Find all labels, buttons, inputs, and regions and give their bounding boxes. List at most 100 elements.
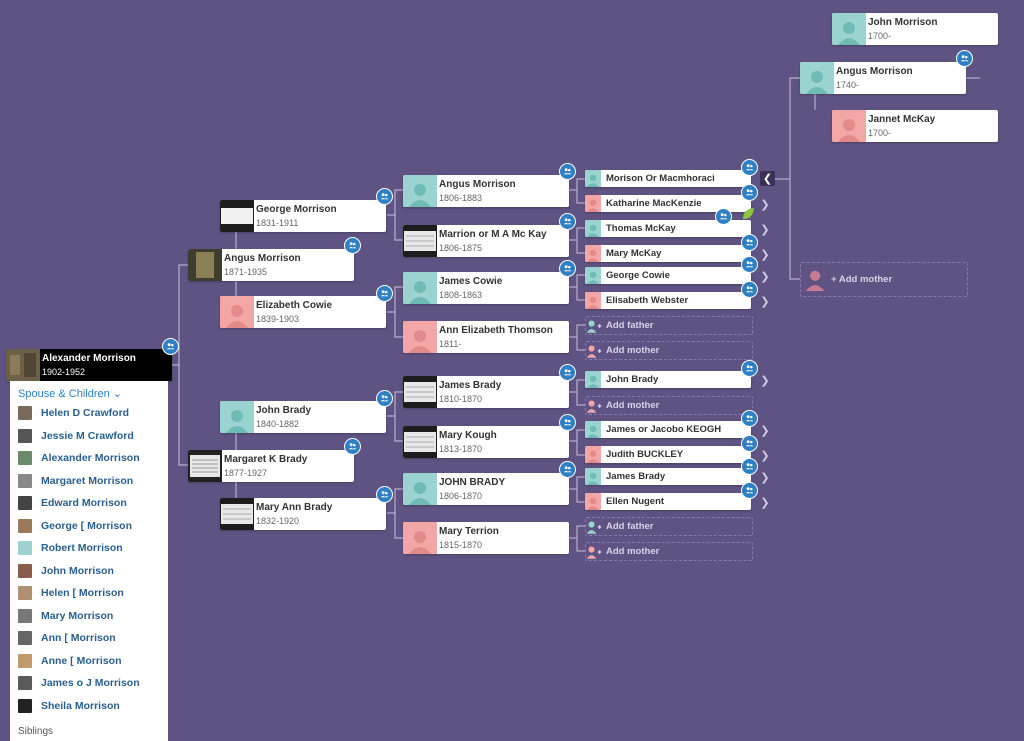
siblings-header[interactable]: Siblings: [18, 726, 54, 737]
person-card[interactable]: Jannet McKay 1700-: [832, 110, 998, 142]
family-badge-icon[interactable]: [741, 281, 758, 298]
list-item[interactable]: Helen D Crawford: [18, 404, 129, 422]
family-badge-icon[interactable]: [741, 234, 758, 251]
person-card[interactable]: George Cowie: [585, 267, 751, 284]
person-card[interactable]: Mary Terrion 1815-1870: [403, 522, 569, 554]
family-badge-icon[interactable]: [741, 435, 758, 452]
person-card[interactable]: Morison Or Macmhoraci: [585, 170, 751, 187]
family-badge-icon[interactable]: [741, 256, 758, 273]
family-badge-icon[interactable]: [376, 390, 393, 407]
family-badge-icon[interactable]: [559, 213, 576, 230]
list-item[interactable]: Alexander Morrison: [18, 449, 140, 467]
list-item[interactable]: Sheila Morrison: [18, 697, 120, 715]
list-item[interactable]: Anne [ Morrison: [18, 652, 122, 670]
root-person-card[interactable]: Alexander Morrison 1902-1952: [6, 349, 172, 381]
person-years: 1806-1875: [439, 243, 483, 253]
person-card[interactable]: Mary McKay: [585, 245, 751, 262]
family-badge-icon[interactable]: [344, 237, 361, 254]
add-mother-button[interactable]: + Add mother: [800, 262, 968, 297]
list-item[interactable]: Edward Morrison: [18, 494, 127, 512]
list-item[interactable]: Jessie M Crawford: [18, 427, 134, 445]
family-badge-icon[interactable]: [741, 360, 758, 377]
person-card[interactable]: Marrion or M A Mc Kay 1806-1875: [403, 225, 569, 257]
person-card[interactable]: Margaret K Brady 1877-1927: [188, 450, 354, 482]
person-link: Margaret Morrison: [41, 475, 134, 487]
family-badge-icon[interactable]: [559, 461, 576, 478]
add-mother-button[interactable]: Add mother: [585, 396, 753, 415]
family-badge-icon[interactable]: [741, 184, 758, 201]
person-card[interactable]: Judith BUCKLEY: [585, 446, 751, 463]
list-item[interactable]: James o J Morrison: [18, 674, 140, 692]
person-card[interactable]: James Brady: [585, 468, 751, 485]
person-photo: [6, 349, 40, 381]
chevron-right-icon[interactable]: ❯: [760, 424, 770, 437]
list-item[interactable]: Ann [ Morrison: [18, 629, 116, 647]
chevron-right-icon[interactable]: ❯: [760, 248, 770, 261]
family-badge-icon[interactable]: [741, 410, 758, 427]
family-badge-icon[interactable]: [741, 159, 758, 176]
add-father-button[interactable]: Add father: [585, 316, 753, 335]
person-card[interactable]: Thomas McKay: [585, 220, 751, 237]
spouse-children-toggle[interactable]: Spouse & Children ⌄: [18, 387, 122, 400]
list-item[interactable]: John Morrison: [18, 562, 114, 580]
person-card[interactable]: John Brady: [585, 371, 751, 388]
person-card[interactable]: George Morrison 1831-1911: [220, 200, 386, 232]
family-badge-icon[interactable]: [344, 438, 361, 455]
family-badge-icon[interactable]: [741, 458, 758, 475]
list-item[interactable]: Robert Morrison: [18, 539, 123, 557]
person-card[interactable]: Elizabeth Cowie 1839-1903: [220, 296, 386, 328]
list-item[interactable]: George [ Morrison: [18, 517, 132, 535]
family-badge-icon[interactable]: [376, 188, 393, 205]
person-card[interactable]: Angus Morrison 1740-: [800, 62, 966, 94]
add-mother-button[interactable]: Add mother: [585, 542, 753, 561]
person-card[interactable]: Mary Kough 1813-1870: [403, 426, 569, 458]
person-card[interactable]: Angus Morrison 1806-1883: [403, 175, 569, 207]
person-card[interactable]: Mary Ann Brady 1832-1920: [220, 498, 386, 530]
person-card[interactable]: Katharine MacKenzie: [585, 195, 751, 212]
person-card[interactable]: John Brady 1840-1882: [220, 401, 386, 433]
person-silhouette-icon: [585, 267, 601, 284]
chevron-left-icon[interactable]: ❮: [760, 171, 775, 186]
person-name: Alexander Morrison: [42, 353, 136, 364]
person-card[interactable]: John Morrison 1700-: [832, 13, 998, 45]
family-badge-icon[interactable]: [559, 414, 576, 431]
add-father-button[interactable]: Add father: [585, 517, 753, 536]
person-card[interactable]: JOHN BRADY 1806-1870: [403, 473, 569, 505]
family-badge-icon[interactable]: [559, 260, 576, 277]
person-link: Anne [ Morrison: [41, 655, 122, 667]
person-card[interactable]: Ann Elizabeth Thomson 1811-: [403, 321, 569, 353]
person-card[interactable]: Elisabeth Webster: [585, 292, 751, 309]
chevron-right-icon[interactable]: ❯: [760, 295, 770, 308]
person-years: 1740-: [836, 80, 860, 90]
family-badge-icon[interactable]: [715, 208, 732, 225]
leaf-hint-icon[interactable]: [741, 207, 755, 221]
family-badge-icon[interactable]: [559, 364, 576, 381]
list-item[interactable]: Margaret Morrison: [18, 472, 133, 490]
person-card[interactable]: Ellen Nugent: [585, 493, 751, 510]
chevron-right-icon[interactable]: ❯: [760, 449, 770, 462]
chevron-down-icon: ⌄: [112, 388, 123, 400]
family-badge-icon[interactable]: [376, 285, 393, 302]
person-card[interactable]: Angus Morrison 1871-1935: [188, 249, 354, 281]
document-thumbnail: [188, 450, 222, 482]
list-item[interactable]: Mary Morrison: [18, 607, 113, 625]
chevron-right-icon[interactable]: ❯: [760, 374, 770, 387]
person-years: 1902-1952: [42, 367, 86, 377]
family-badge-icon[interactable]: [162, 338, 179, 355]
chevron-right-icon[interactable]: ❯: [760, 198, 770, 211]
person-name: Angus Morrison: [224, 253, 301, 264]
person-card[interactable]: James Brady 1810-1870: [403, 376, 569, 408]
list-item[interactable]: Helen [ Morrison: [18, 584, 124, 602]
chevron-right-icon[interactable]: ❯: [760, 496, 770, 509]
chevron-right-icon[interactable]: ❯: [760, 471, 770, 484]
family-badge-icon[interactable]: [956, 50, 973, 67]
person-silhouette-icon: [403, 321, 437, 353]
person-card[interactable]: James or Jacobo KEOGH: [585, 421, 751, 438]
family-badge-icon[interactable]: [376, 486, 393, 503]
add-mother-button[interactable]: Add mother: [585, 341, 753, 360]
person-card[interactable]: James Cowie 1808-1863: [403, 272, 569, 304]
chevron-right-icon[interactable]: ❯: [760, 270, 770, 283]
family-badge-icon[interactable]: [741, 482, 758, 499]
chevron-right-icon[interactable]: ❯: [760, 223, 770, 236]
family-badge-icon[interactable]: [559, 163, 576, 180]
